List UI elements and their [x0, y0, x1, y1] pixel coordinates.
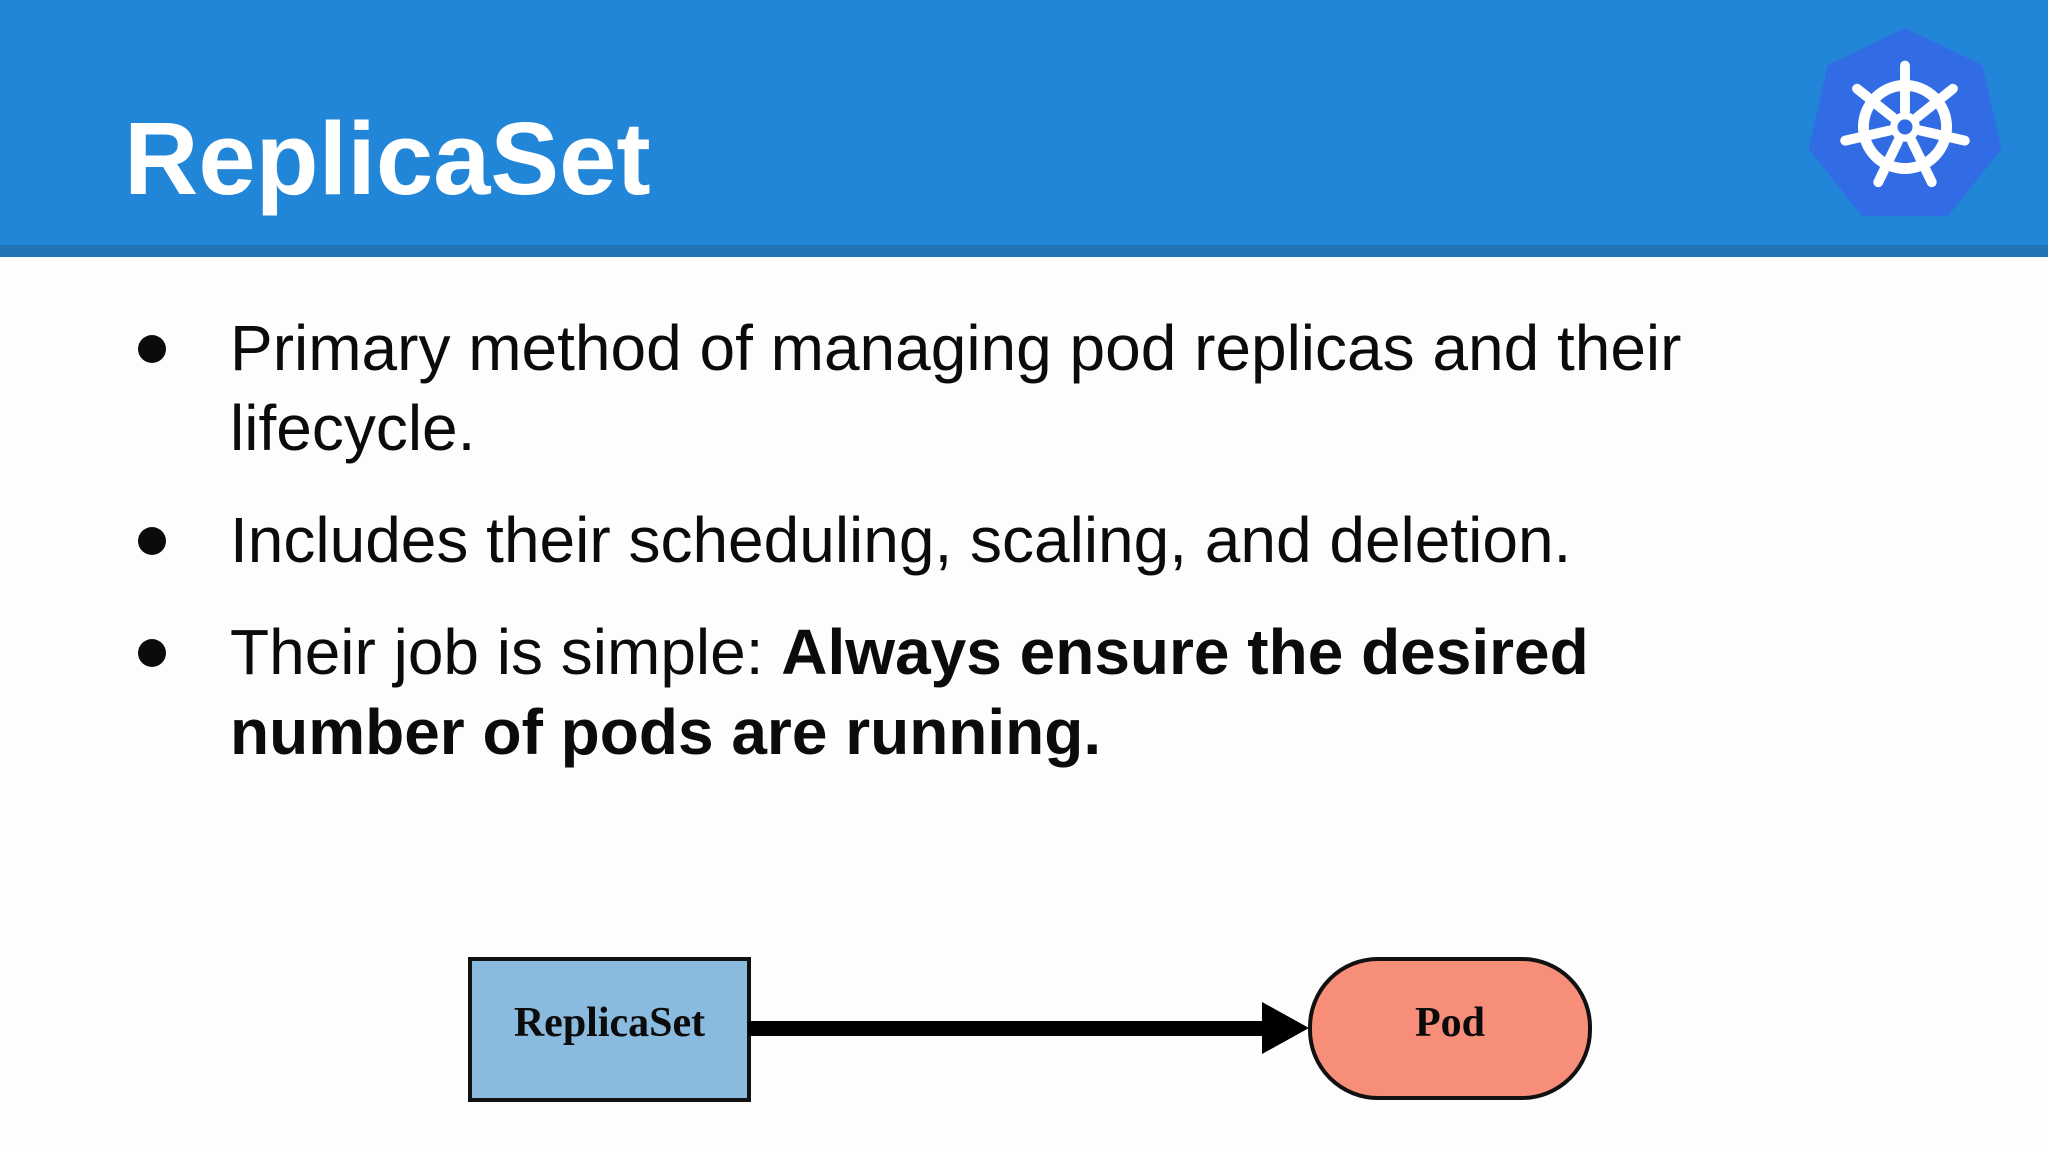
bullet-text-3: Their job is simple: Always ensure the d…	[230, 612, 1810, 772]
slide-header	[0, 0, 2048, 245]
bullet-item-1: Primary method of managing pod replicas …	[138, 308, 1838, 468]
bullet-list: Primary method of managing pod replicas …	[138, 308, 1838, 804]
bullet-item-3: Their job is simple: Always ensure the d…	[138, 612, 1838, 772]
page-title: ReplicaSet	[124, 101, 651, 216]
header-accent-strip	[0, 245, 2048, 257]
bullet-text-2: Includes their scheduling, scaling, and …	[230, 504, 1572, 576]
arrow-shaft	[748, 1021, 1264, 1036]
arrow-head-icon	[1262, 1002, 1309, 1054]
bullet-text-3-prefix: Their job is simple:	[230, 616, 782, 688]
bullet-text-3-bold: Always ensure the desired number of pods…	[230, 616, 1589, 768]
pod-node-label: Pod	[1414, 999, 1485, 1046]
bullet-text-1: Primary method of managing pod replicas …	[230, 312, 1682, 464]
bullet-marker-icon	[138, 639, 166, 667]
replicaset-node-label: ReplicaSet	[513, 999, 706, 1046]
replicaset-node: ReplicaSet	[468, 957, 751, 1102]
pod-node: Pod	[1308, 957, 1592, 1100]
bullet-marker-icon	[138, 335, 166, 363]
bullet-item-2: Includes their scheduling, scaling, and …	[138, 500, 1838, 580]
bullet-marker-icon	[138, 527, 166, 555]
kubernetes-logo-icon	[1808, 27, 2002, 217]
